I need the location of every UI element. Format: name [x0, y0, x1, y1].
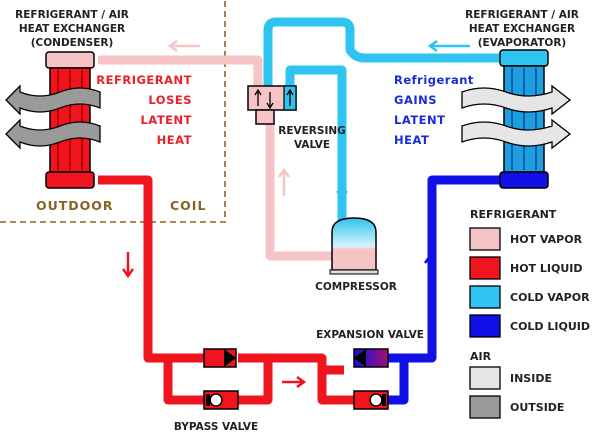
hot-liquid-pipe	[98, 175, 204, 363]
reversing-label-line2: VALVE	[294, 139, 330, 151]
legend-label-1: HOT LIQUID	[510, 262, 583, 275]
legend: REFRIGERANT AIR HOT VAPOR HOT LIQUID COLD …	[469, 208, 590, 419]
bypass-valve-label: BYPASS VALVE	[174, 421, 258, 433]
hot-vapor-pipe-from-compressor	[265, 124, 332, 261]
condenser-title-line1: REFRIGERANT / AIR	[15, 9, 129, 21]
legend-label-4: INSIDE	[510, 372, 552, 385]
flow-arrow-hot-vapor-up	[277, 167, 291, 196]
loses-line3: LATENT	[140, 113, 192, 127]
flow-arrow-hot-vapor-left	[167, 39, 200, 53]
condenser-title: REFRIGERANT / AIR HEAT EXCHANGER (CONDEN…	[15, 9, 129, 49]
flow-arrow-hot-liquid-down	[121, 252, 135, 279]
legend-label-0: HOT VAPOR	[510, 233, 583, 246]
flow-arrow-cold-liquid-up	[423, 253, 437, 282]
flow-arrow-hot-liquid-right	[282, 375, 307, 389]
legend-label-2: COLD VAPOR	[510, 291, 590, 304]
condenser-title-line3: (CONDENSER)	[31, 37, 114, 49]
loses-latent-heat-text: REFRIGERANT LOSES LATENT HEAT	[96, 73, 192, 147]
cold-liquid-pipe	[388, 175, 500, 363]
coil-label: COIL	[170, 198, 206, 213]
gains-latent-heat-text: Refrigerant GAINS LATENT HEAT	[394, 73, 474, 147]
gains-line2: GAINS	[394, 93, 437, 107]
flow-arrow-cold-vapor-down	[335, 172, 349, 201]
loses-line1: REFRIGERANT	[96, 73, 192, 87]
evaporator-title-line1: REFRIGERANT / AIR	[465, 9, 579, 21]
compressor	[329, 217, 379, 275]
compressor-label: COMPRESSOR	[315, 281, 397, 293]
reversing-valve-label: REVERSING VALVE	[278, 125, 346, 151]
legend-refrigerant-title: REFRIGERANT	[470, 208, 557, 221]
bypass-loop-left	[163, 358, 273, 405]
legend-swatch-2	[469, 285, 501, 309]
condenser-coil	[45, 51, 95, 189]
evaporator-title-line2: HEAT EXCHANGER	[469, 23, 575, 35]
outdoor-label: OUTDOOR	[36, 198, 114, 213]
loses-line4: HEAT	[157, 133, 192, 147]
cold-vapor-pipe-to-compressor	[285, 65, 347, 220]
outdoor-boundary-line	[0, 0, 226, 223]
gains-line1: Refrigerant	[394, 73, 474, 87]
inside-air-arrows	[461, 84, 572, 150]
legend-swatch-0	[469, 227, 501, 251]
legend-air-title: AIR	[470, 350, 492, 363]
condenser-title-line2: HEAT EXCHANGER	[19, 23, 125, 35]
evaporator-coil	[499, 49, 549, 189]
cold-liquid-bypass	[388, 358, 409, 405]
hot-vapor-pipe-to-condenser	[98, 55, 263, 88]
legend-swatch-3	[469, 314, 501, 338]
reversing-label-line1: REVERSING	[278, 125, 346, 137]
expansion-valve-left	[203, 348, 237, 368]
gains-line4: HEAT	[394, 133, 429, 147]
bypass-loop-right	[317, 370, 354, 405]
legend-label-3: COLD LIQUID	[510, 320, 590, 333]
evaporator-title-line3: (EVAPORATOR)	[478, 37, 567, 49]
gains-line3: LATENT	[394, 113, 446, 127]
legend-swatch-5	[469, 395, 501, 419]
expansion-valve-right	[353, 348, 389, 368]
loses-line2: LOSES	[148, 93, 192, 107]
outside-air-arrows	[5, 84, 101, 150]
legend-swatch-4	[469, 366, 501, 390]
expansion-valve-label: EXPANSION VALVE	[316, 329, 424, 341]
legend-items: HOT VAPOR HOT LIQUID COLD VAPOR COLD LIQUID…	[469, 227, 590, 419]
bypass-valve-right	[353, 390, 389, 410]
cold-vapor-pipe-from-evaporator	[263, 17, 500, 88]
evaporator-title: REFRIGERANT / AIR HEAT EXCHANGER (EVAPOR…	[465, 9, 579, 49]
bypass-valve-left	[203, 390, 239, 410]
legend-swatch-1	[469, 256, 501, 280]
flow-arrow-cold-vapor-left	[427, 39, 470, 53]
reversing-valve	[247, 85, 297, 125]
hot-liquid-pipe-mid	[238, 353, 344, 375]
legend-label-5: OUTSIDE	[510, 401, 564, 414]
